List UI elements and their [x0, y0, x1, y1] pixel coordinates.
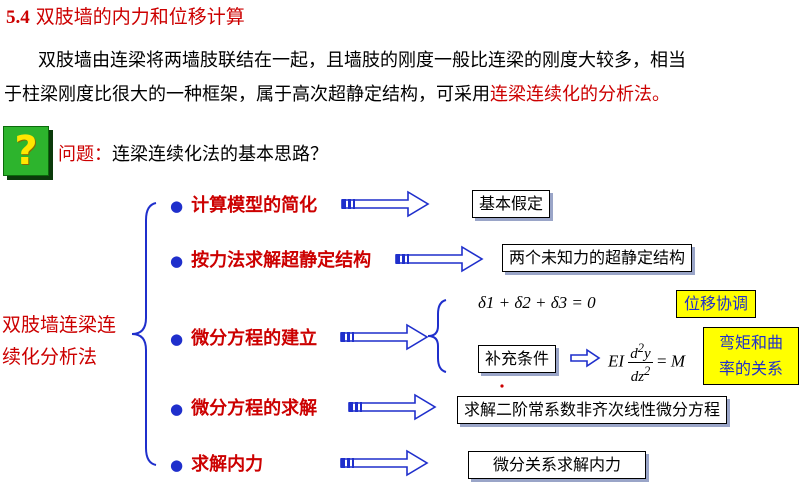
arrow-step-3 — [340, 324, 428, 350]
bullet-icon: ● — [170, 197, 184, 215]
step-2-label: 按力法求解超静定结构 — [191, 250, 372, 271]
step-diff-equation-setup: ● 微分方程的建立 — [170, 324, 317, 350]
supplement-condition-box: 补充条件 — [478, 345, 557, 373]
step-internal-forces: ● 求解内力 — [170, 450, 263, 476]
step-4-label: 微分方程的求解 — [191, 398, 318, 419]
tag-line-1: 弯矩和曲 — [718, 333, 783, 352]
step-5-label: 求解内力 — [191, 454, 264, 475]
root-label-line-1: 双肢墙连梁连 — [2, 314, 117, 336]
intro-line-1: 双肢墙由连梁将两墙肢联结在一起，且墙肢的刚度一般比连梁的刚度大较多，相当 — [38, 50, 686, 71]
question-mark-icon: ? — [3, 126, 49, 176]
intro-paragraph: 双肢墙由连梁将两墙肢联结在一起，且墙肢的刚度一般比连梁的刚度大较多，相当 于柱梁… — [4, 44, 794, 112]
arrow-step-2 — [395, 246, 483, 272]
step-model-simplification: ● 计算模型的简化 — [170, 191, 317, 217]
arrow-supplement — [570, 349, 600, 367]
step-3-label: 微分方程的建立 — [191, 328, 318, 349]
arrow-step-4 — [348, 394, 436, 420]
result-internal-forces: 微分关系求解内力 — [468, 451, 646, 479]
arrow-step-1 — [341, 191, 429, 217]
question-label: 问题： — [58, 144, 112, 165]
question-text: 连梁连续化法的基本思路？ — [112, 144, 328, 165]
section-number: 5.4 — [6, 7, 30, 28]
sub-brace — [427, 299, 447, 373]
section-title-text: 双肢墙的内力和位移计算 — [35, 6, 245, 28]
arrow-step-5 — [340, 450, 428, 476]
result-ode-solve: 求解二阶常系数非齐次线性微分方程 — [457, 396, 728, 424]
result-indeterminate-structure: 两个未知力的超静定结构 — [502, 244, 693, 272]
bullet-icon: ● — [170, 456, 184, 474]
main-brace — [131, 202, 157, 466]
question-prompt: 问题：连梁连续化法的基本思路？ — [58, 140, 328, 166]
bullet-icon: ● — [170, 400, 184, 418]
bullet-icon: ● — [170, 252, 184, 270]
tag-line-2: 率的关系 — [718, 359, 783, 378]
marker-dot — [500, 384, 504, 388]
bullet-icon: ● — [170, 330, 184, 348]
result-basic-assumptions: 基本假定 — [472, 190, 551, 218]
tag-displacement-compat: 位移协调 — [676, 290, 757, 318]
intro-line-2-prefix: 于柱梁刚度比很大的一种框架，属于高次超静定结构，可采用 — [4, 84, 490, 105]
step-force-method: ● 按力法求解超静定结构 — [170, 246, 371, 272]
intro-highlight: 连梁连续化的分析法。 — [490, 84, 670, 105]
root-label-line-2: 续化分析法 — [2, 346, 98, 368]
compatibility-equation: δ1 + δ2 + δ3 = 0 — [478, 293, 596, 312]
intro-line-2: 于柱梁刚度比很大的一种框架，属于高次超静定结构，可采用连梁连续化的分析法。 — [4, 78, 794, 112]
step-1-label: 计算模型的简化 — [191, 195, 318, 216]
tag-moment-curvature: 弯矩和曲 率的关系 — [703, 327, 799, 385]
step-diff-equation-solve: ● 微分方程的求解 — [170, 394, 317, 420]
